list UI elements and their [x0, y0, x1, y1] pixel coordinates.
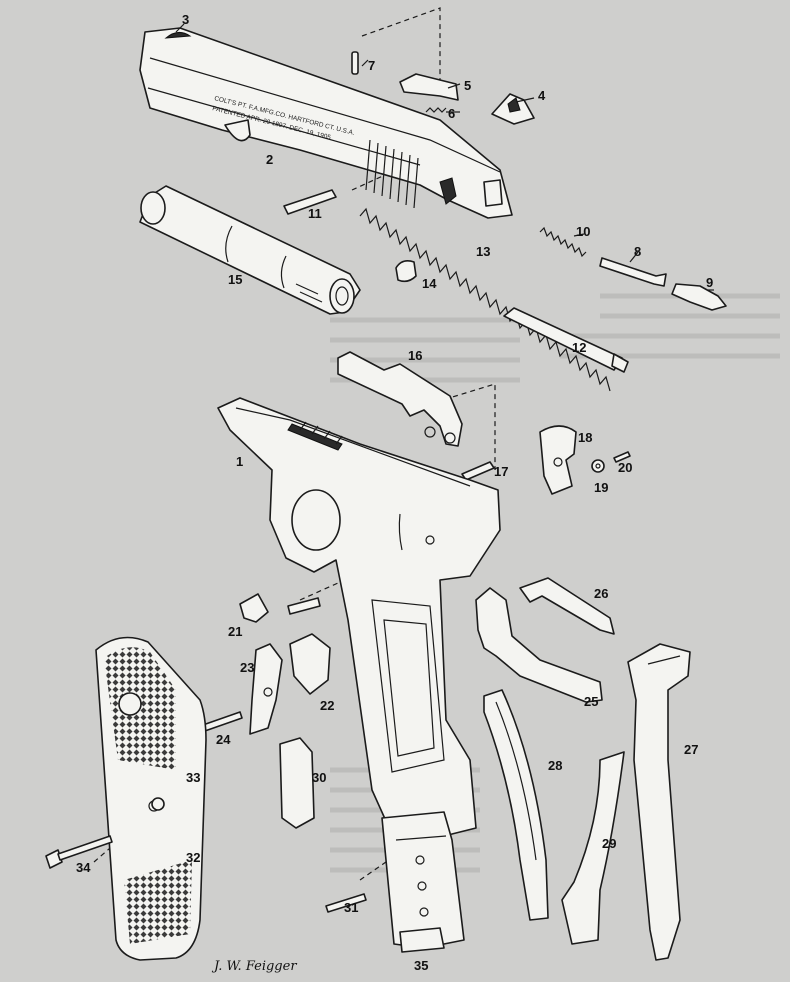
callout-19: 19: [594, 480, 608, 495]
part-hammer: [540, 426, 576, 494]
callout-23: 23: [240, 660, 254, 675]
part-pin-8: [600, 258, 666, 286]
callout-22: 22: [320, 698, 334, 713]
part-washer-19: [592, 460, 604, 472]
part-27: [628, 644, 690, 960]
callout-17: 17: [494, 464, 508, 479]
part-recoil-spring: [360, 209, 610, 391]
part-slide: COLT'S PT. F.A.MFG.CO. HARTFORD CT. U.S.…: [140, 28, 512, 218]
assembly-line-upper: [362, 8, 440, 88]
callout-16: 16: [408, 348, 422, 363]
part-30: [280, 738, 314, 828]
callout-34: 34: [76, 860, 91, 875]
part-21: [240, 594, 268, 622]
callout-28: 28: [548, 758, 562, 773]
callout-25: 25: [584, 694, 598, 709]
part-barrel: [140, 186, 360, 314]
callout-4: 4: [538, 88, 546, 103]
part-28: [484, 690, 548, 920]
callout-6: 6: [448, 106, 455, 121]
part-plate-16: [338, 352, 462, 446]
callout-2: 2: [266, 152, 273, 167]
callout-9: 9: [706, 275, 713, 290]
callout-31: 31: [344, 900, 358, 915]
artist-signature: J. W. Feigger: [211, 959, 297, 974]
callout-10: 10: [576, 224, 590, 239]
part-bushing-33: [152, 798, 164, 810]
callout-26: 26: [594, 586, 608, 601]
callout-24: 24: [216, 732, 231, 747]
callout-3: 3: [182, 12, 189, 27]
callout-11: 11: [308, 206, 322, 221]
callout-8: 8: [634, 244, 641, 259]
callout-18: 18: [578, 430, 592, 445]
callout-7: 7: [368, 58, 375, 73]
callout-20: 20: [618, 460, 632, 475]
callout-32: 32: [186, 850, 200, 865]
part-pin-17: [462, 462, 494, 480]
callout-29: 29: [602, 836, 616, 851]
callout-27: 27: [684, 742, 698, 757]
callout-30: 30: [312, 770, 326, 785]
part-pin-7: [352, 52, 358, 74]
callout-21: 21: [228, 624, 242, 639]
part-guide-head: [396, 261, 416, 281]
callout-14: 14: [422, 276, 437, 291]
callout-1: 1: [236, 454, 243, 469]
callout-12: 12: [572, 340, 586, 355]
callout-35: 35: [414, 958, 428, 973]
part-bushing-9: [672, 284, 726, 310]
part-grip-panel: [96, 638, 206, 961]
callout-13: 13: [476, 244, 490, 259]
part-22: [290, 634, 330, 694]
callout-5: 5: [464, 78, 471, 93]
part-spring-6: [426, 108, 446, 112]
callout-33: 33: [186, 770, 200, 785]
callout-15: 15: [228, 272, 242, 287]
